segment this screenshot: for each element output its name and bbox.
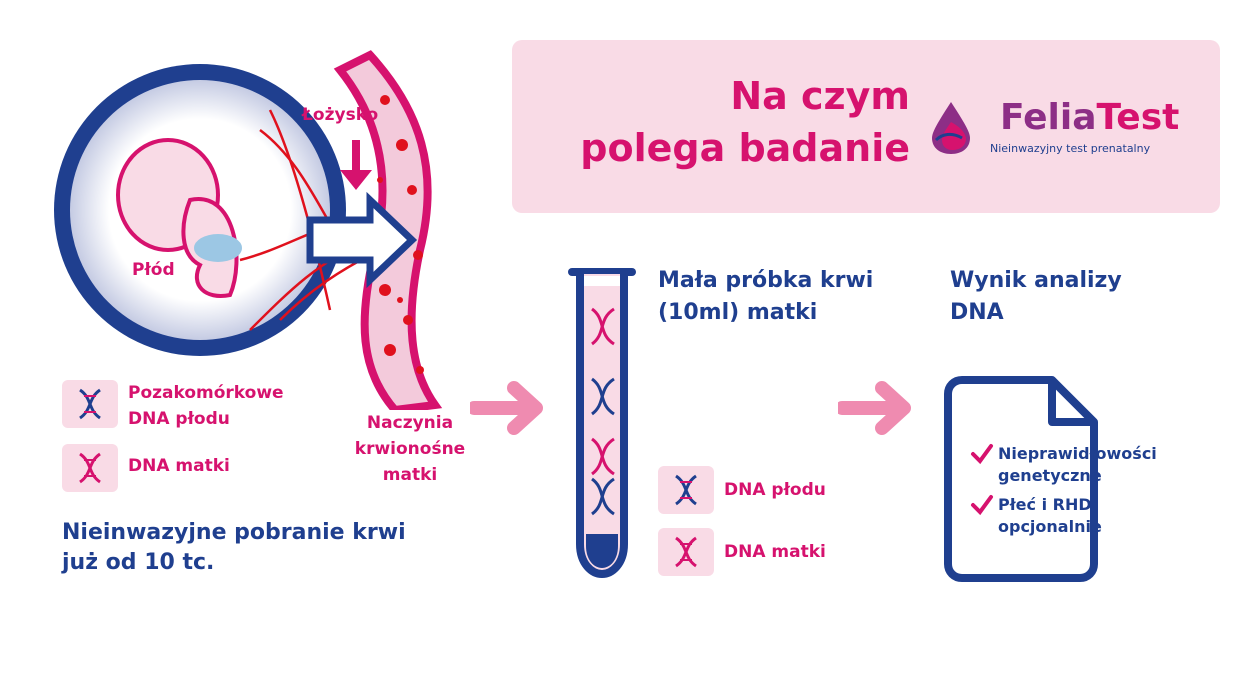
result-title: Wynik analizy DNA <box>950 268 1122 325</box>
legend-mid-maternal <box>658 528 714 576</box>
dna-icon-blue <box>79 388 101 420</box>
fetus-hand <box>194 234 242 262</box>
vessels-label: Naczynia krwionośne matki <box>354 413 466 485</box>
result-item: Płeć i RHD opcjonalnie <box>998 495 1102 536</box>
dna-icon-pink <box>79 452 101 484</box>
legend-dna-maternal <box>62 444 118 492</box>
page-title: Na czym polega badanie <box>580 74 910 170</box>
fetus-label: Płód <box>132 260 175 280</box>
legend-mid-fetal <box>658 466 714 514</box>
placenta-arrow-icon <box>340 140 372 190</box>
legend-fetal-text: Pozakomórkowe DNA płodu <box>128 383 284 429</box>
sample-title: Mała próbka krwi (10ml) matki <box>658 268 874 325</box>
arrow-right-icon <box>470 381 543 435</box>
test-tube-icon <box>568 268 636 579</box>
check-icon <box>971 495 993 516</box>
bottom-caption: Nieinwazyjne pobranie krwi już od 10 tc. <box>62 520 406 575</box>
transfer-arrow <box>306 191 418 289</box>
dna-icon-blue <box>675 474 697 506</box>
uterus-illustration <box>54 50 443 410</box>
legend-mid-fetal-text: DNA płodu <box>724 480 826 500</box>
drop-logo-icon <box>932 102 970 154</box>
brand-subtitle: Nieinwazyjny test prenatalny <box>990 142 1151 155</box>
check-icon <box>971 444 993 465</box>
brand-logo: FeliaTest <box>1000 97 1180 138</box>
dna-icon-pink <box>675 536 697 568</box>
arrow-right-icon <box>838 381 911 435</box>
legend-dna-fetal <box>62 380 118 428</box>
result-item: Nieprawidłowości genetyczne <box>998 444 1157 485</box>
legend-maternal-text: DNA matki <box>128 456 230 476</box>
legend-mid-maternal-text: DNA matki <box>724 542 826 562</box>
document-icon <box>944 376 1098 582</box>
placenta-label: Łożysko <box>302 105 379 125</box>
header-panel <box>512 40 1220 213</box>
